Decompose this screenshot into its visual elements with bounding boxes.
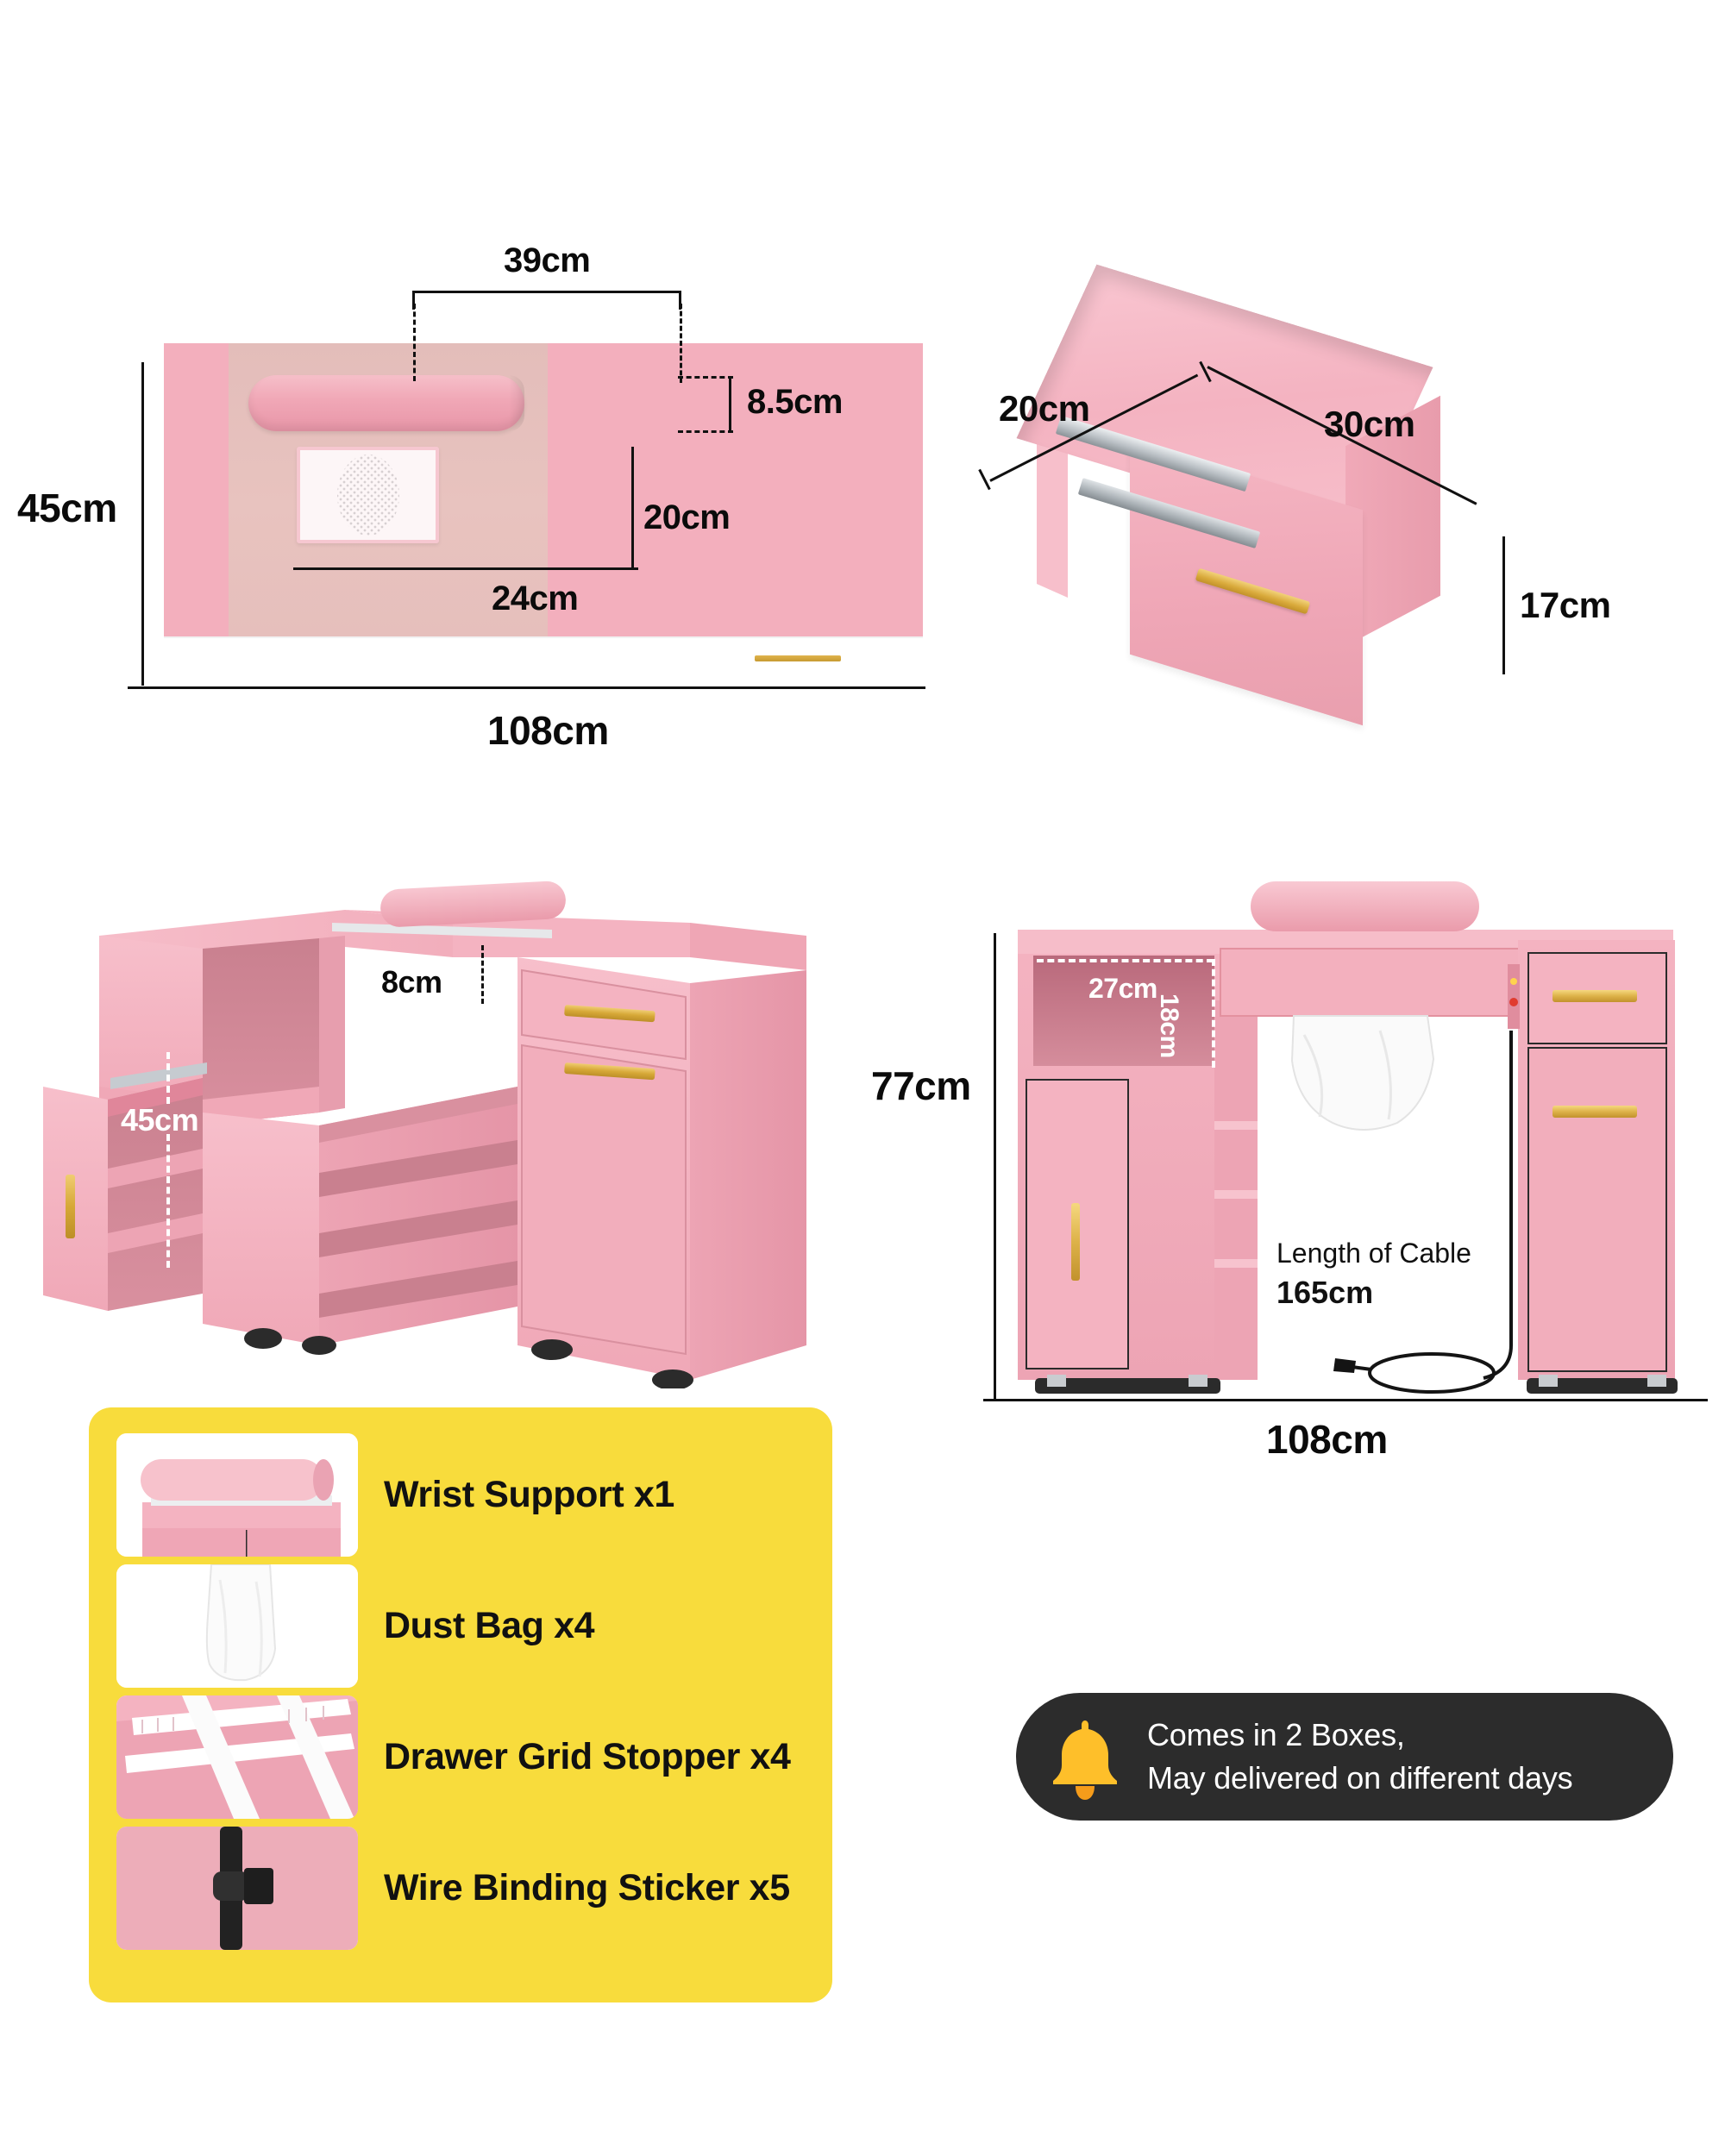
- notice-text-block: Comes in 2 Boxes, May delivered on diffe…: [1147, 1714, 1573, 1799]
- dim-total-width-front: 108cm: [1266, 1417, 1388, 1462]
- measure-45cm-guide-top: [166, 1052, 170, 1104]
- dim-desk-depth: 45cm: [17, 486, 117, 530]
- accessory-label-drawer-grid-stopper: Drawer Grid Stopper x4: [384, 1736, 791, 1777]
- notice-line-2: May delivered on different days: [1147, 1760, 1573, 1796]
- measure-17cm-bar: [1502, 536, 1505, 674]
- dim-side-cabinet-height: 45cm: [121, 1102, 199, 1138]
- measure-85-bar: [729, 376, 731, 433]
- cable-caption: Length of Cable: [1276, 1238, 1471, 1269]
- dim-drawer-front-height: 8cm: [381, 964, 442, 1000]
- shipping-notice-badge: Comes in 2 Boxes, May delivered on diffe…: [1016, 1693, 1673, 1821]
- panel-desktop-top-view: 39cm 8.5cm 20cm 24cm 45cm 108cm: [0, 0, 925, 759]
- dim-drawer-width: 20cm: [999, 388, 1090, 429]
- accessory-item-wire-binding-sticker: Wire Binding Sticker x5: [116, 1827, 790, 1950]
- panel-desk-perspective: 8cm 45cm: [34, 828, 862, 1390]
- dim-total-height: 77cm: [871, 1063, 971, 1108]
- accessory-label-dust-bag: Dust Bag x4: [384, 1605, 595, 1646]
- wire-binding-sticker-photo: [116, 1827, 358, 1950]
- drawer-grid-stopper-photo: [116, 1695, 358, 1819]
- accessory-item-dust-bag: Dust Bag x4: [116, 1564, 595, 1688]
- accessories-list-card: Wrist Support x1 Dust Bag x4: [89, 1407, 832, 2002]
- measure-27cm-guide-top: [1037, 959, 1214, 962]
- measure-85-guide-top: [678, 376, 733, 379]
- measure-45-bar: [141, 362, 144, 686]
- dust-collector-vent: [297, 447, 439, 543]
- bell-icon: [1038, 1710, 1132, 1803]
- dust-bag-photo: [116, 1564, 358, 1688]
- wire-binding-sticker-thumbnail: [116, 1827, 358, 1950]
- cable-annotation: Length of Cable 165cm: [1276, 1238, 1471, 1311]
- measure-24-bar: [293, 567, 638, 570]
- measure-45cm-guide-bottom: [166, 1134, 170, 1268]
- accessory-label-wire-binding-sticker: Wire Binding Sticker x5: [384, 1867, 790, 1908]
- dim-drawer-depth: 30cm: [1324, 404, 1415, 444]
- wrist-support-thumbnail: [116, 1433, 358, 1557]
- measure-27cm-guide-right: [1212, 959, 1215, 1068]
- dim-wrist-rest-width: 39cm: [504, 241, 591, 279]
- wrist-rest-cushion: [248, 375, 524, 431]
- accessory-item-wrist-support: Wrist Support x1: [116, 1433, 674, 1557]
- measure-77cm-bar: [994, 933, 996, 1399]
- dim-desk-width: 108cm: [487, 708, 609, 753]
- measure-85-guide-bottom: [678, 430, 733, 433]
- panel-drawer-detail: 20cm 30cm 17cm: [975, 259, 1725, 742]
- dim-vent-height: 20cm: [643, 498, 731, 536]
- accessory-item-drawer-grid-stopper: Drawer Grid Stopper x4: [116, 1695, 791, 1819]
- wrist-support-photo: [116, 1433, 358, 1557]
- measure-8cm-guide: [481, 945, 484, 1004]
- measure-39-tick-left: [412, 291, 415, 310]
- measure-108cm-front-bar: [983, 1399, 1708, 1401]
- desk-front-illustration: [1018, 881, 1678, 1394]
- measure-39-tick-right: [679, 291, 681, 310]
- dust-bag-thumbnail: [116, 1564, 358, 1688]
- measure-39-guide-right: [680, 304, 682, 383]
- notice-line-1: Comes in 2 Boxes,: [1147, 1717, 1405, 1753]
- measure-20-bar: [631, 447, 634, 569]
- measure-39-guide-left: [413, 304, 416, 381]
- measure-39-bar: [412, 291, 681, 293]
- drawer-grid-stopper-thumbnail: [116, 1695, 358, 1819]
- dim-vent-width: 24cm: [492, 580, 579, 617]
- panel-desk-front-view: 27cm 18cm 77cm 108cm Length of Cable 165…: [862, 862, 1725, 1466]
- desk-gold-handle-strip: [755, 655, 841, 661]
- desk-perspective-illustration: [43, 881, 806, 1390]
- dim-wrist-rest-depth: 8.5cm: [747, 383, 843, 421]
- measure-108-bar: [128, 686, 925, 689]
- vent-grille-icon: [336, 454, 399, 536]
- dim-shelf-height: 18cm: [1155, 993, 1183, 1058]
- accessory-label-wrist-support: Wrist Support x1: [384, 1474, 674, 1515]
- dim-shelf-width: 27cm: [1088, 973, 1157, 1004]
- dim-drawer-height: 17cm: [1520, 585, 1611, 625]
- cable-length-value: 165cm: [1276, 1275, 1374, 1310]
